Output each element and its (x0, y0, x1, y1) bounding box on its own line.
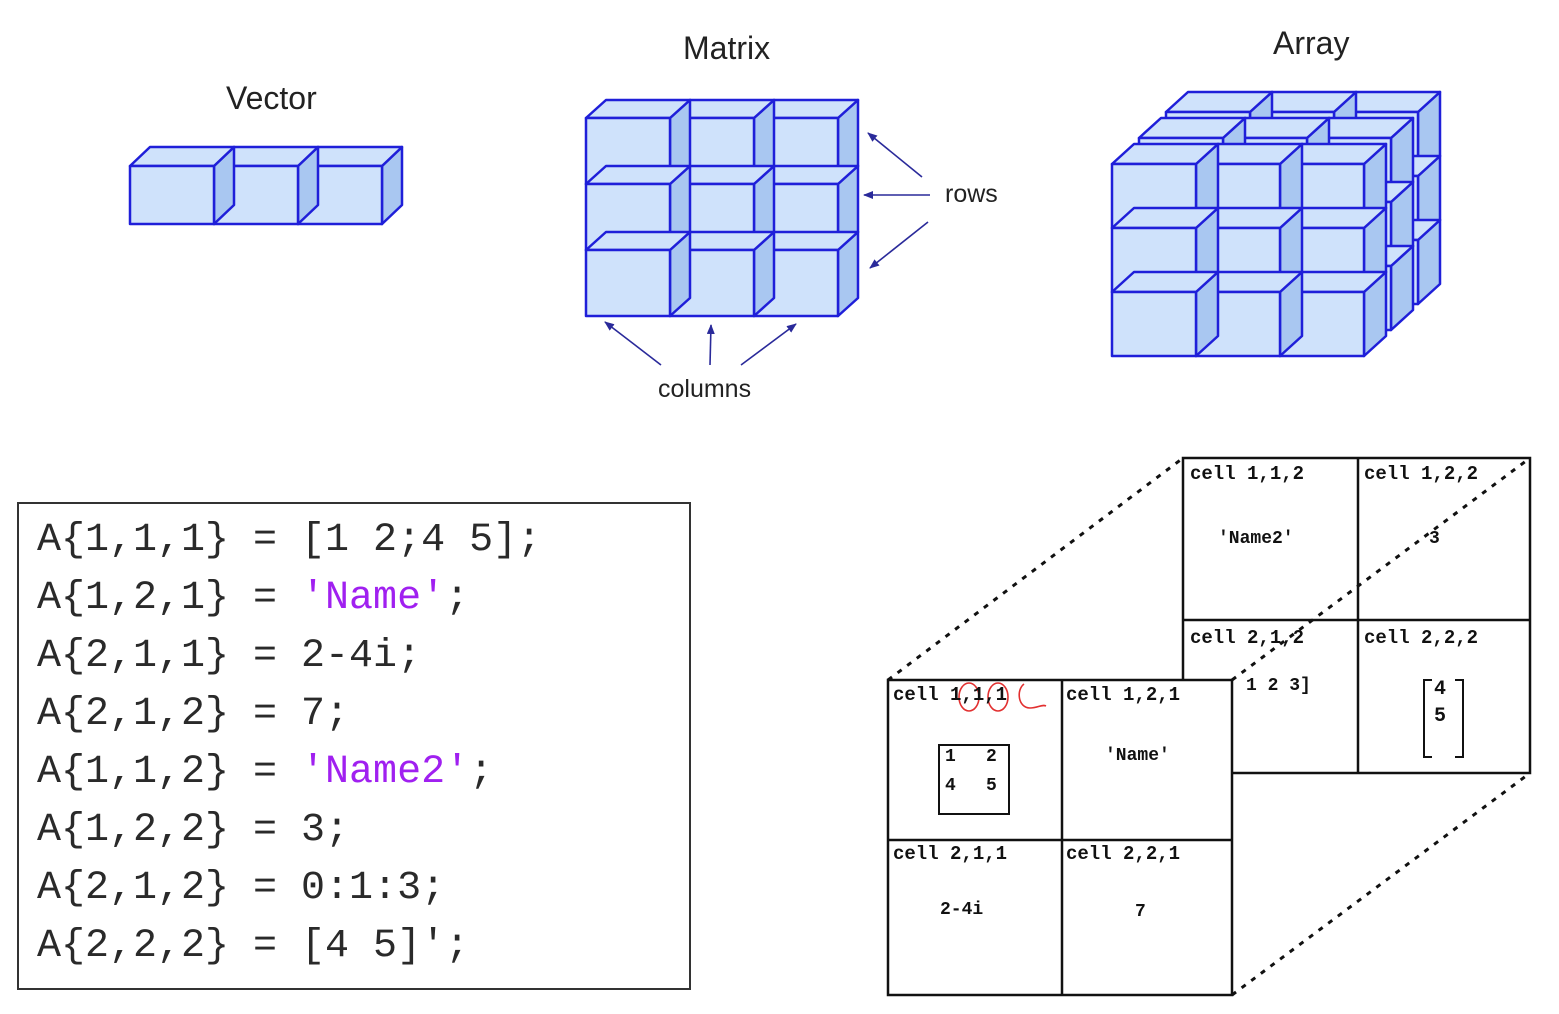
cube-top-face (584, 164, 692, 186)
columns-label: columns (658, 375, 752, 403)
columns-arrow-left (604, 321, 662, 366)
depth-edge-bottom-right (1231, 771, 1531, 997)
code-value: 7; (301, 692, 350, 737)
cell-title-1-2-1: cell 1,2,1 (1066, 684, 1181, 706)
rows-arrow-top (867, 132, 923, 178)
annotation-arrows (604, 132, 930, 366)
code-value: ; (445, 576, 470, 621)
depth-edge-top-right (1231, 456, 1531, 682)
code-line: A{1,2,2} = 3; (37, 802, 349, 860)
string-literal: 'Name2' (301, 750, 470, 795)
cell-value-1-2-2: 3 (1429, 529, 1440, 549)
matrix-1-1-1-r2c2: 5 (986, 776, 997, 796)
code-line: A{2,1,2} = 7; (37, 686, 349, 744)
matrix-box-1-1-1 (938, 744, 1010, 815)
cube-top-face (584, 230, 692, 252)
cell-index: A{1,1,2} = (37, 750, 302, 795)
code-value: 3; (301, 808, 350, 853)
cell-title-1-2-2: cell 1,2,2 (1364, 463, 1479, 485)
code-value: ; (469, 750, 494, 795)
bracket-right-2-2-2 (1455, 679, 1464, 758)
code-line: A{2,1,2} = 0:1:3; (37, 860, 445, 918)
front-page-frame (886, 678, 1234, 997)
code-value: 2-4i; (301, 634, 422, 679)
depth-edge-top-left (887, 456, 1184, 682)
cube-front-face (584, 248, 672, 318)
rows-arrow-bottom (869, 221, 929, 269)
columns-arrow-middle (706, 324, 715, 366)
cell-index: A{1,2,2} = (37, 808, 302, 853)
handwritten-annotation (958, 682, 1047, 712)
code-value: [4 5]'; (301, 924, 470, 969)
cube-groups (128, 90, 1442, 358)
rows-label: rows (945, 180, 998, 208)
cell-value-2-2-1: 7 (1135, 902, 1146, 922)
vector-label: Vector (226, 80, 317, 116)
matrix-1-1-1-r1c1: 1 (945, 747, 956, 767)
code-value: 0:1:3; (301, 866, 446, 911)
columns-arrow-right (740, 323, 797, 366)
code-block: A{1,1,1} = [1 2;4 5];A{1,2,1} = 'Name';A… (17, 502, 691, 990)
cube-front-face (128, 164, 216, 226)
cell-title-2-2-2: cell 2,2,2 (1364, 627, 1479, 649)
bracket-left-2-2-2 (1423, 679, 1432, 758)
cube-top-face (128, 145, 236, 168)
cell-value-1-2-1: 'Name' (1105, 746, 1170, 766)
back-page-frame (1181, 456, 1532, 775)
code-line: A{1,1,2} = 'Name2'; (37, 744, 493, 802)
cell-index: A{2,1,2} = (37, 866, 302, 911)
cube-top-face (584, 98, 692, 120)
column-2-2-2-bottom: 5 (1434, 705, 1447, 728)
cell-index: A{1,1,1} = (37, 518, 302, 563)
cell-title-2-1-1: cell 2,1,1 (893, 843, 1008, 865)
cell-index: A{2,1,2} = (37, 692, 302, 737)
array-label: Array (1273, 25, 1350, 61)
cell-title-2-2-1: cell 2,2,1 (1066, 843, 1181, 865)
cell-array-diagram (886, 456, 1532, 997)
cube-front-face (1110, 290, 1198, 358)
code-line: A{1,2,1} = 'Name'; (37, 570, 469, 628)
cell-index: A{2,1,1} = (37, 634, 302, 679)
cell-index: A{2,2,2} = (37, 924, 302, 969)
code-line: A{2,1,1} = 2-4i; (37, 628, 421, 686)
code-line: A{2,2,2} = [4 5]'; (37, 918, 469, 976)
matrix-1-1-1-r1c2: 2 (986, 747, 997, 767)
cell-index: A{1,2,1} = (37, 576, 302, 621)
column-2-2-2-top: 4 (1434, 678, 1447, 701)
cell-title-1-1-1: cell 1,1,1 (893, 684, 1008, 706)
code-line: A{1,1,1} = [1 2;4 5]; (37, 512, 541, 570)
cell-value-2-1-1: 2-4i (940, 900, 984, 920)
string-literal: 'Name' (301, 576, 446, 621)
cell-title-2-1-2: cell 2,1,2 (1190, 627, 1305, 649)
code-value: [1 2;4 5]; (301, 518, 542, 563)
matrix-1-1-1-r2c1: 4 (945, 776, 956, 796)
matrix-label: Matrix (683, 30, 771, 66)
cell-value-1-1-2: 'Name2' (1218, 529, 1294, 549)
cell-title-1-1-2: cell 1,1,2 (1190, 463, 1305, 485)
cell-value-2-1-2: 1 2 3] (1246, 676, 1311, 696)
